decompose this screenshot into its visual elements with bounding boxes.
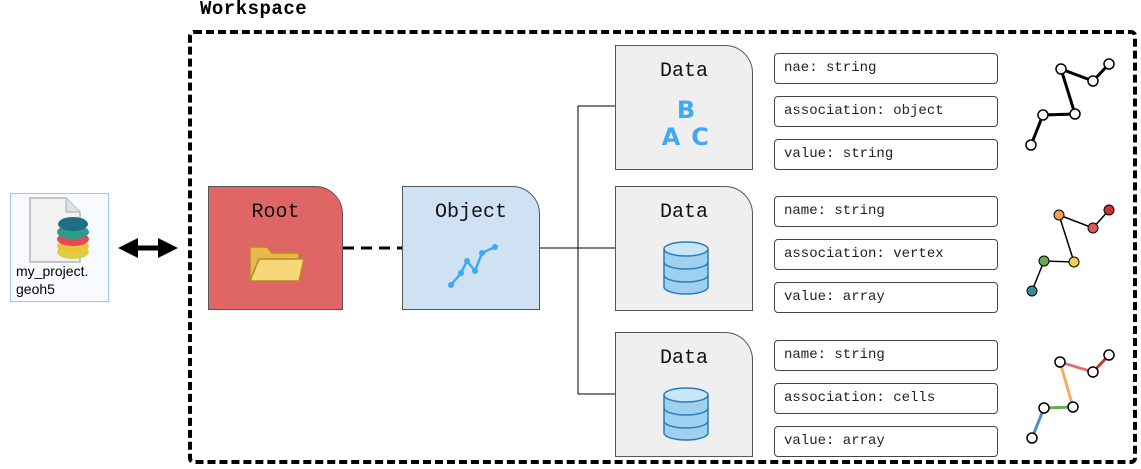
attribute-box: nae: string (774, 53, 998, 84)
geoh5-file-icon (29, 197, 89, 263)
attribute-box: value: string (774, 139, 998, 170)
object-association-graph-icon (1025, 58, 1115, 151)
text-abc-icon: B A C (662, 96, 709, 151)
workspace-title: Workspace (200, 0, 308, 20)
data-node[interactable]: Data B A C (615, 45, 753, 170)
cells-association-graph-icon (1026, 349, 1115, 444)
abc-letter-c: C (691, 123, 709, 151)
polyline-icon (448, 244, 498, 288)
data-node[interactable]: Data (615, 186, 753, 311)
attribute-box: association: cells (774, 383, 998, 414)
attribute-box: name: string (774, 196, 998, 227)
attribute-box: association: object (774, 96, 998, 127)
attribute-box: name: string (774, 340, 998, 371)
object-node[interactable]: Object (402, 186, 540, 310)
attribute-box: value: array (774, 426, 998, 457)
data-node-title: Data (659, 347, 708, 370)
workspace-frame (188, 30, 1137, 464)
database-icon (663, 387, 709, 441)
folder-icon (248, 246, 305, 282)
file-name-line-2: geoh5 (16, 281, 55, 297)
bidirectional-arrow-icon (118, 238, 178, 258)
abc-letter-b: B (677, 96, 695, 124)
object-data-links (540, 105, 615, 395)
vertex-association-graph-icon (1026, 204, 1115, 297)
abc-letter-a: A (662, 123, 681, 151)
data-node-title: Data (659, 201, 708, 224)
attribute-box: value: array (774, 282, 998, 313)
data-node-title: Data (659, 60, 708, 83)
attribute-box: association: vertex (774, 239, 998, 270)
root-node-title: Root (251, 201, 300, 224)
file-name-label: my_project. geoh5 (16, 262, 111, 298)
root-node[interactable]: Root (208, 186, 343, 310)
object-node-title: Object (434, 201, 507, 224)
database-icon (663, 241, 709, 295)
data-node[interactable]: Data (615, 332, 753, 457)
file-name-line-1: my_project. (16, 263, 89, 279)
